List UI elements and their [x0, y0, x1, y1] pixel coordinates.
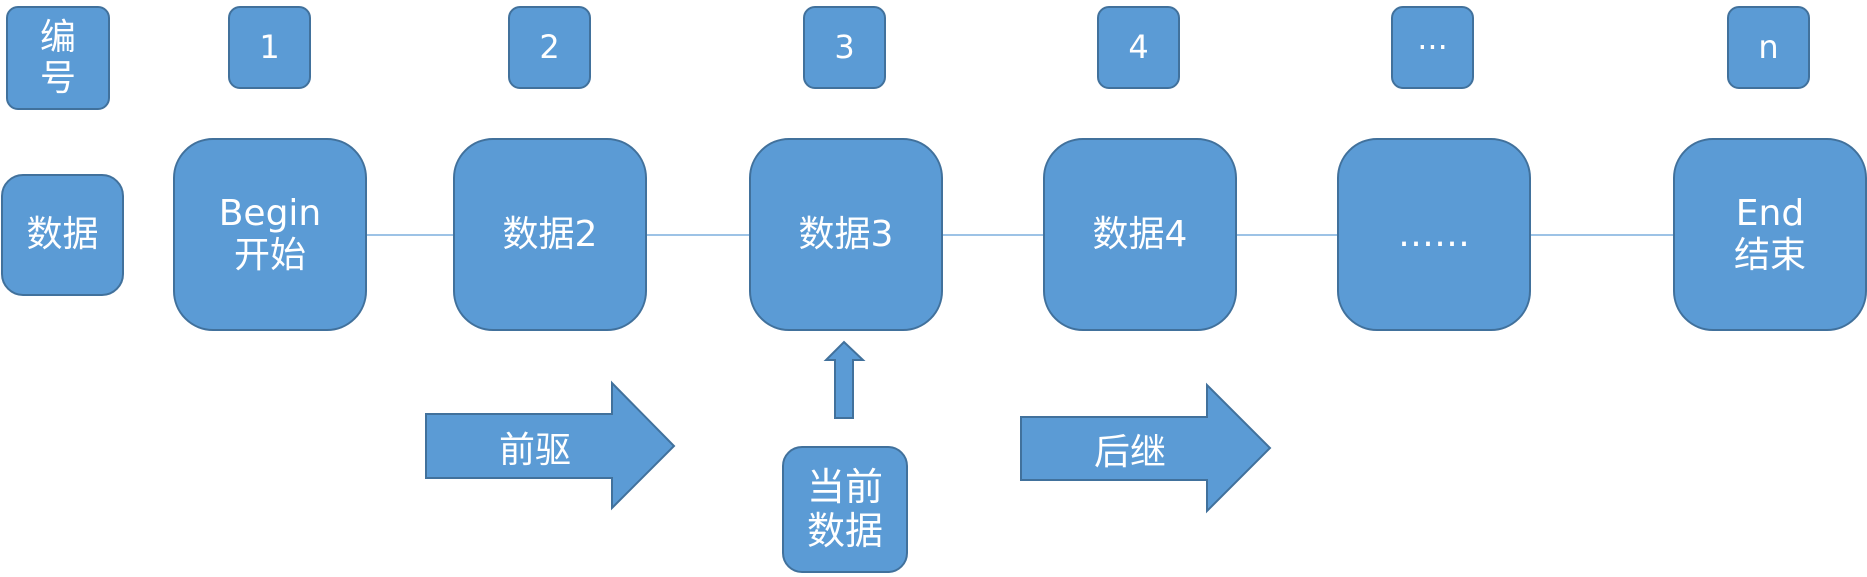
connector-line: [1236, 234, 1338, 236]
node-data-3: 数据3: [749, 138, 943, 331]
index-header-box: 编 号: [6, 6, 110, 110]
index-box-ellipsis: ···: [1391, 6, 1474, 89]
node-data-2: 数据2: [453, 138, 647, 331]
predecessor-arrow-icon: [425, 380, 676, 511]
predecessor-label: 前驱: [498, 430, 571, 471]
node-end: End 结束: [1673, 138, 1867, 331]
index-box-n: n: [1727, 6, 1810, 89]
connector-line: [942, 234, 1044, 236]
connector-line: [646, 234, 750, 236]
successor-label: 后继: [1093, 432, 1166, 473]
current-data-box: 当前 数据: [782, 446, 908, 573]
data-header-box: 数据: [1, 174, 124, 296]
connector-line: [366, 234, 454, 236]
index-box-2: 2: [508, 6, 591, 89]
index-box-3: 3: [803, 6, 886, 89]
successor-arrow-icon: [1020, 382, 1272, 514]
up-arrow-icon: [823, 340, 866, 419]
index-box-1: 1: [228, 6, 311, 89]
node-data-4: 数据4: [1043, 138, 1237, 331]
index-box-4: 4: [1097, 6, 1180, 89]
node-begin: Begin 开始: [173, 138, 367, 331]
connector-line: [1530, 234, 1674, 236]
node-ellipsis: ……: [1337, 138, 1531, 331]
